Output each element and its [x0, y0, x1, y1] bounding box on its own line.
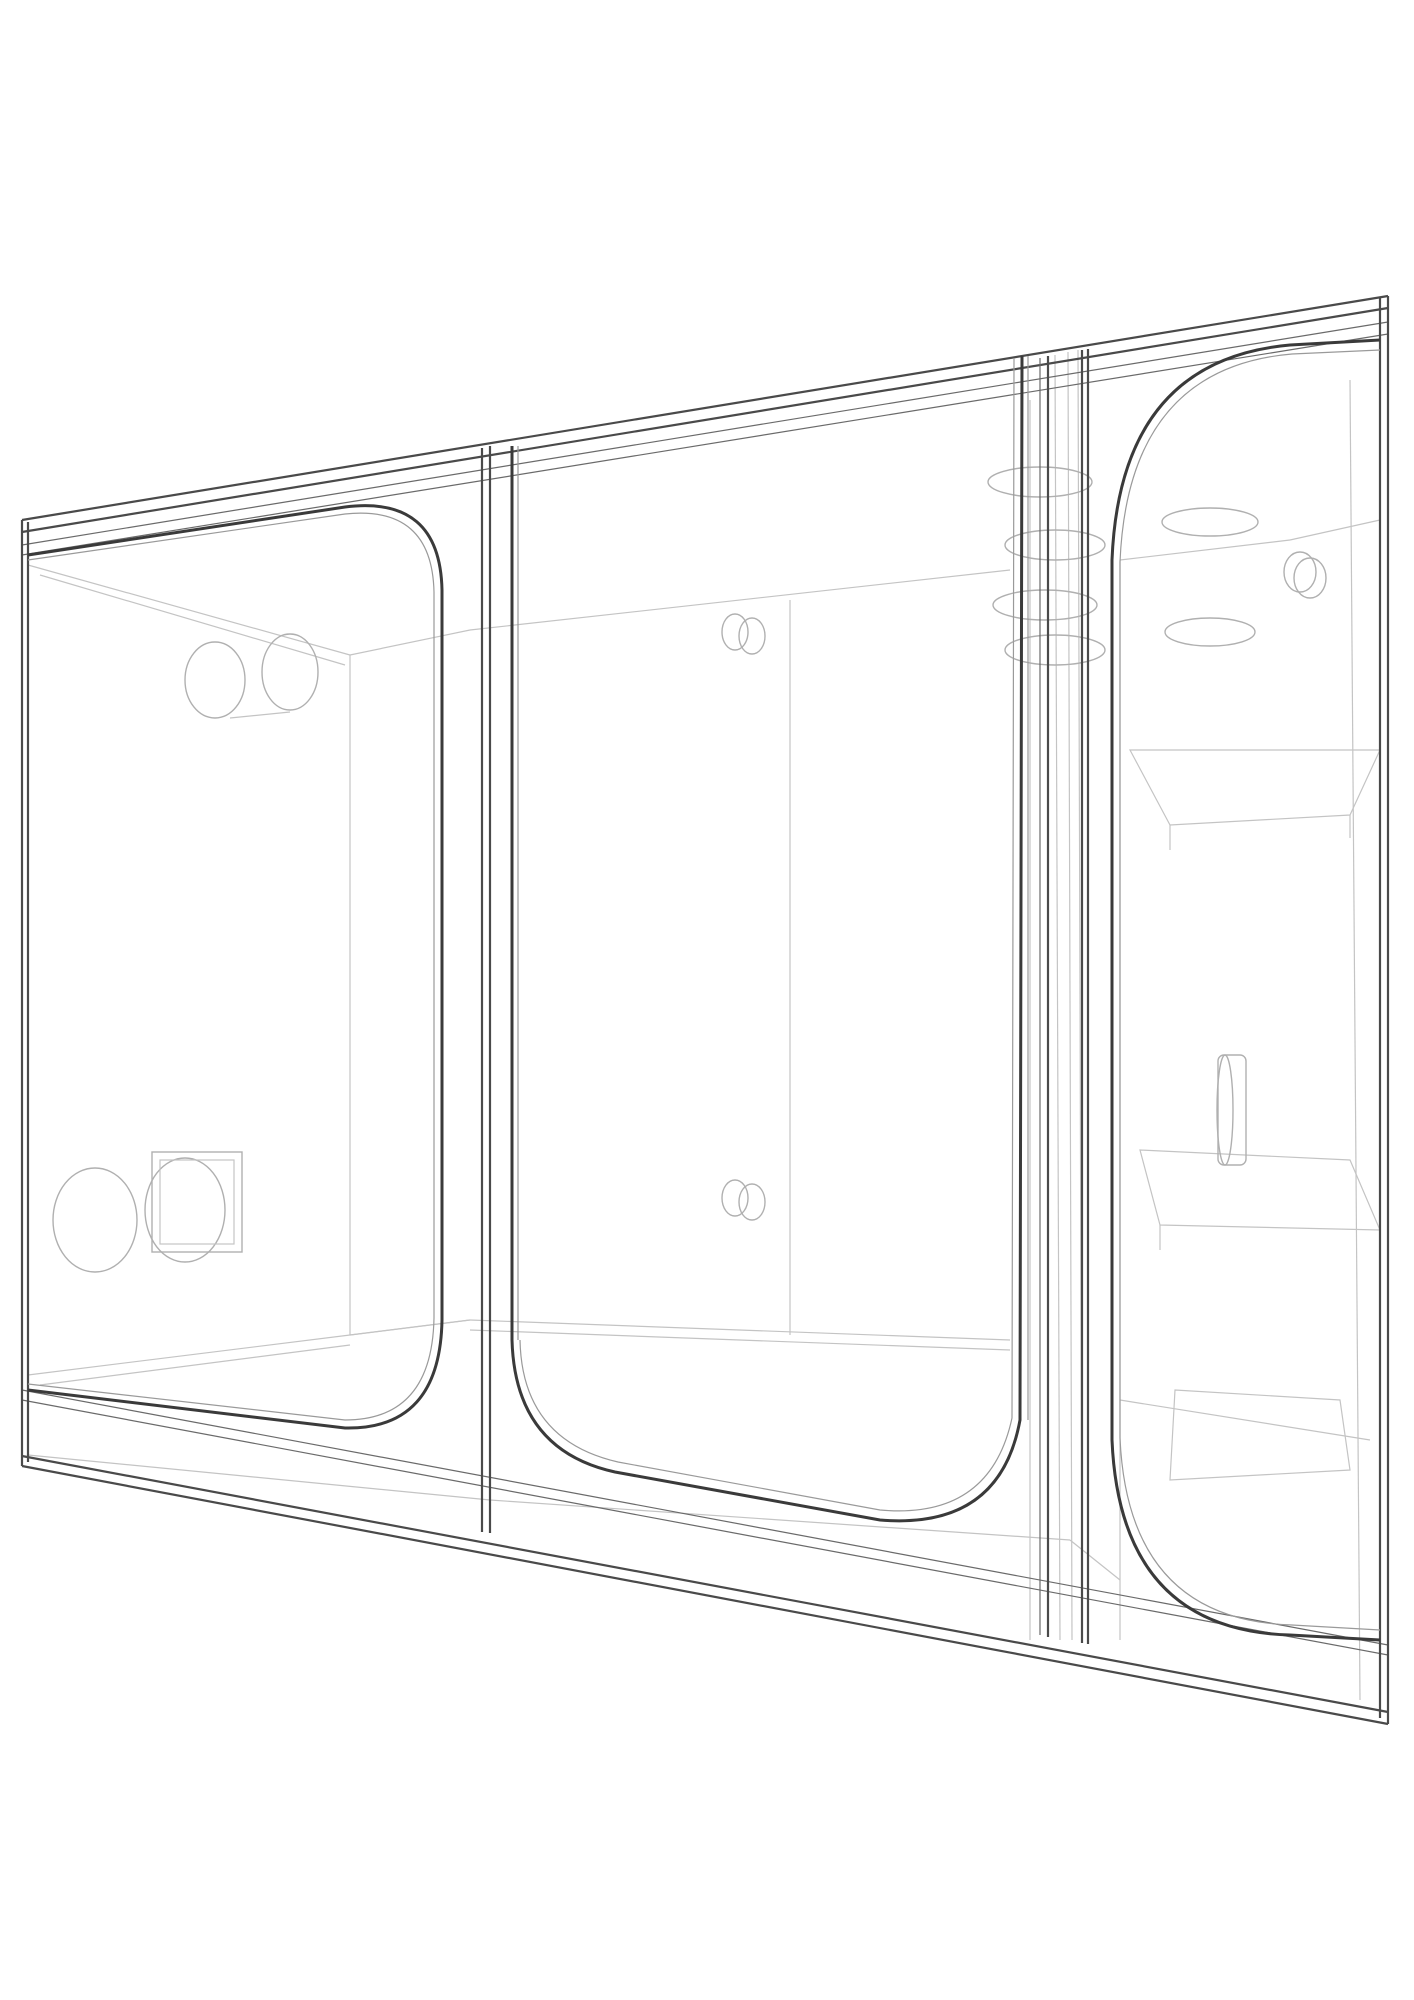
vent-port-icon [1004, 529, 1106, 561]
right-door-zipper [1110, 338, 1381, 1642]
vent-port-icon [1164, 617, 1256, 647]
left-door-zipper [27, 504, 444, 1430]
vent-port-icon [52, 1167, 138, 1273]
vent-port-icon [1283, 551, 1317, 593]
vent-port-icon [184, 641, 246, 719]
vent-port-icon [1004, 634, 1106, 666]
vent-port-icon [721, 1179, 749, 1217]
vent-port-icon [1161, 507, 1259, 537]
vent-port-icon [144, 1157, 226, 1263]
vent-port-icon [1217, 1054, 1247, 1166]
vent-port-icon [721, 613, 749, 651]
tent-frame [20, 294, 1390, 1726]
vent-window-icon [151, 1151, 243, 1253]
vent-port-icon [992, 589, 1098, 621]
vent-port-icon [261, 633, 319, 711]
vent-port-icon [738, 617, 766, 655]
vent-port-icon [738, 1183, 766, 1221]
vent-ports [52, 466, 1327, 1273]
interior-ghost-lines [27, 349, 1381, 1701]
middle-door-zipper [510, 355, 1029, 1523]
vent-port-icon [1293, 557, 1327, 599]
